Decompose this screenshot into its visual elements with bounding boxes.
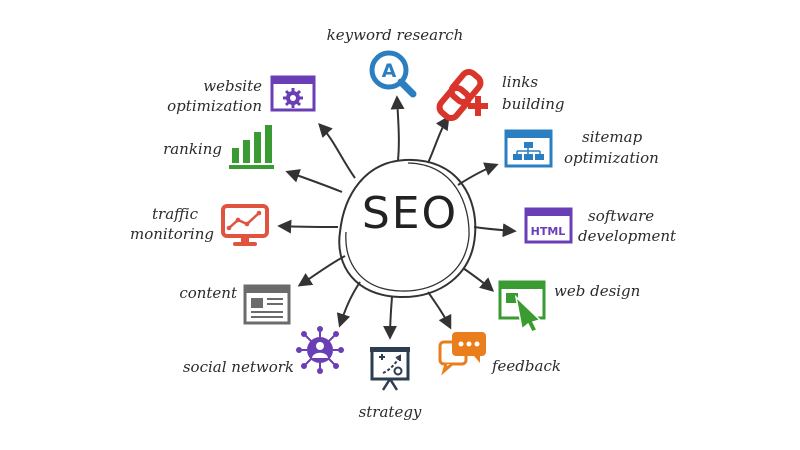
label-website-optimization-line1: website (203, 77, 262, 95)
people-network-icon (296, 326, 344, 374)
label-sitemap-optimization-line2: optimization (564, 149, 659, 167)
arrow-content (297, 255, 346, 287)
arrow-website-optimization (318, 122, 356, 179)
arrow-strategy (383, 296, 398, 340)
sitemap-window-icon (504, 129, 553, 168)
monitor-line-chart-icon (221, 204, 269, 246)
html-window-icon: HTML (524, 207, 573, 244)
document-window-icon (243, 284, 291, 325)
arrow-software-development (473, 223, 517, 238)
label-strategy: strategy (358, 403, 422, 421)
arrow-traffic-monitoring (277, 219, 339, 234)
arrow-web-design (462, 267, 495, 292)
speech-bubbles-icon (438, 332, 486, 376)
center-seo-text: SEO (361, 188, 459, 239)
arrow-sitemap-optimization (457, 162, 499, 186)
label-social-network: social network (182, 358, 294, 376)
arrow-feedback (427, 291, 452, 330)
label-links-building-line1: links (502, 73, 539, 91)
arrow-social-network (336, 281, 361, 328)
label-links-building-line2: building (502, 95, 565, 113)
label-software-development-line2: development (578, 227, 677, 245)
label-software-development-line1: software (588, 207, 655, 225)
label-content: content (179, 284, 237, 302)
chain-link-plus-icon (436, 68, 488, 122)
strategy-board-icon (370, 347, 410, 391)
keyword-letter: A (382, 60, 397, 82)
label-traffic-monitoring-line2: monitoring (129, 225, 214, 243)
arrow-ranking (285, 169, 343, 193)
center-circle (338, 158, 477, 299)
html-window-text: HTML (531, 225, 566, 238)
label-feedback: feedback (492, 357, 561, 375)
bar-chart-icon (229, 125, 274, 169)
web-design-cursor-icon (498, 280, 546, 333)
browser-gear-icon (270, 75, 316, 112)
label-website-optimization-line2: optimization (167, 97, 262, 115)
label-web-design: web design (554, 282, 641, 300)
label-sitemap-optimization-line1: sitemap (582, 128, 643, 146)
arrow-links-building (427, 115, 450, 164)
magnifier-a-icon: A (369, 50, 417, 98)
label-keyword-research: keyword research (326, 26, 464, 44)
label-traffic-monitoring-line1: traffic (152, 205, 198, 223)
label-ranking: ranking (163, 140, 222, 158)
arrow-keyword-research (390, 95, 405, 161)
